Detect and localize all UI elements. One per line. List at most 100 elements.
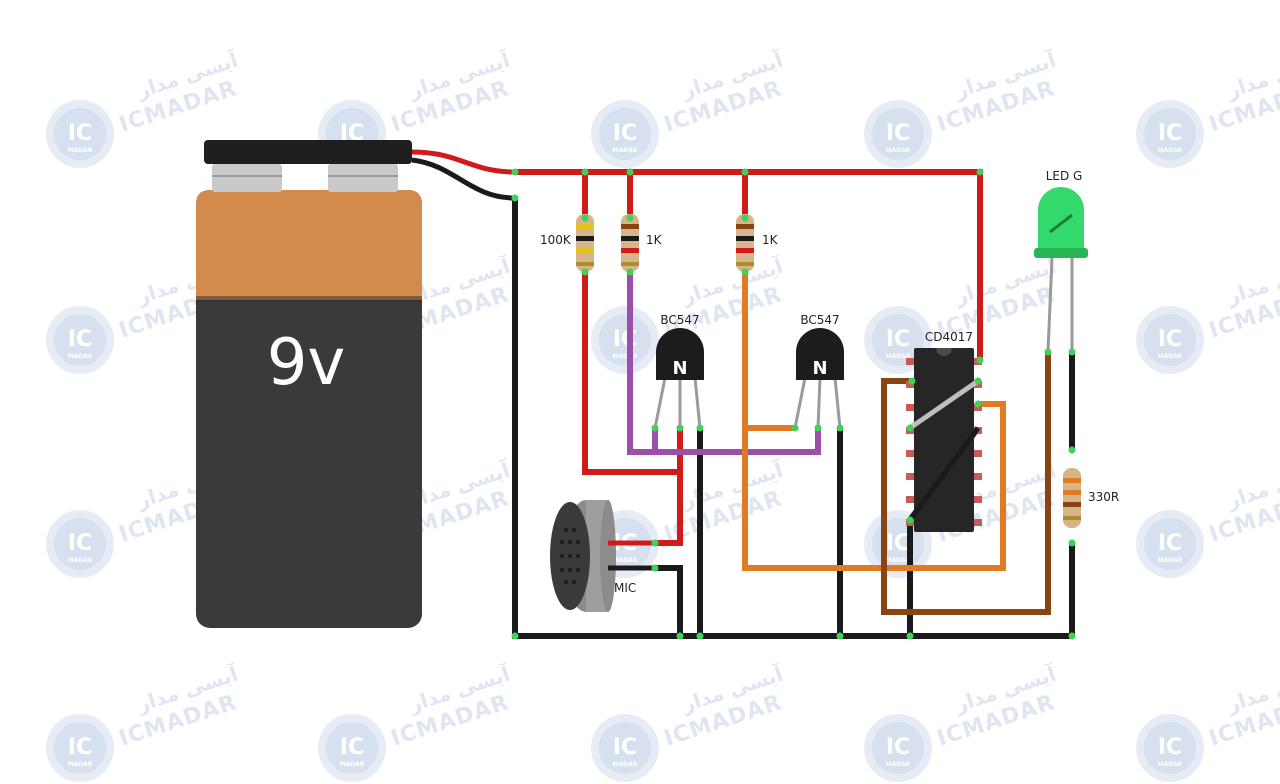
resistor-1k-a-label: 1K (646, 233, 663, 247)
coupling-wire (627, 272, 821, 455)
ic-pin (906, 496, 916, 503)
connection-point (836, 632, 844, 640)
connection-point (651, 424, 659, 432)
transistor-q1: BC547 N (653, 313, 704, 429)
svg-text:IC: IC (68, 121, 92, 146)
connection-point (511, 168, 519, 176)
transistor-q1-mark: N (672, 358, 687, 379)
ic-pin (972, 450, 982, 457)
connection-point (676, 424, 684, 432)
connection-point (836, 424, 844, 432)
ic-pin (906, 473, 916, 480)
ic-pin (972, 473, 982, 480)
svg-text:IC: IC (68, 531, 92, 556)
microphone: MIC (550, 500, 655, 612)
connection-point (908, 377, 916, 385)
svg-text:IC: IC (1158, 327, 1182, 352)
ic-pin (906, 450, 916, 457)
transistor-q1-label: BC547 (660, 313, 699, 327)
svg-text:MADAR: MADAR (886, 761, 911, 768)
svg-text:MADAR: MADAR (68, 761, 93, 768)
battery: 9v (196, 140, 422, 628)
output-wire (881, 352, 1051, 615)
svg-text:IC: IC (886, 121, 910, 146)
svg-text:MADAR: MADAR (68, 147, 93, 154)
svg-text:MADAR: MADAR (340, 761, 365, 768)
svg-text:IC: IC (68, 327, 92, 352)
connection-point (976, 168, 984, 176)
battery-terminal-positive (328, 164, 398, 192)
ic-cd4017: CD4017 (906, 330, 982, 532)
svg-text:MADAR: MADAR (886, 147, 911, 154)
ic-pin (972, 496, 982, 503)
resistor-1k-a: 1K (621, 214, 663, 272)
connection-points (511, 168, 1076, 640)
connection-point (791, 424, 799, 432)
connection-point (696, 424, 704, 432)
connection-point (906, 516, 914, 524)
svg-text:MADAR: MADAR (613, 353, 638, 360)
connection-point (581, 268, 589, 276)
connection-point (626, 168, 634, 176)
connection-point (1068, 539, 1076, 547)
connection-point (651, 564, 659, 572)
transistor-q2: BC547 N (793, 313, 844, 429)
led-label: LED G (1046, 169, 1083, 183)
connection-point (906, 424, 914, 432)
resistor-330r-label: 330R (1088, 490, 1119, 504)
svg-text:IC: IC (1158, 121, 1182, 146)
svg-text:IC: IC (1158, 531, 1182, 556)
battery-negative-lead (411, 157, 516, 201)
battery-top-band (196, 190, 422, 300)
connection-point (974, 377, 982, 385)
connection-point (511, 632, 519, 640)
connection-point (1068, 632, 1076, 640)
ic-pin (906, 381, 916, 388)
resistor-1k-b: 1K (736, 214, 779, 272)
resistor-330r: 330R (1063, 468, 1119, 528)
svg-text:IC: IC (340, 735, 364, 760)
resistor-100k-label: 100K (540, 233, 572, 247)
svg-text:IC: IC (886, 531, 910, 556)
connection-point (741, 268, 749, 276)
transistor-q2-label: BC547 (800, 313, 839, 327)
connection-point (1068, 348, 1076, 356)
svg-text:IC: IC (613, 327, 637, 352)
svg-text:MADAR: MADAR (1158, 353, 1183, 360)
connection-point (511, 194, 519, 202)
connection-point (974, 400, 982, 408)
connection-point (626, 268, 634, 276)
ic-pin (906, 404, 916, 411)
svg-text:IC: IC (613, 735, 637, 760)
connection-point (626, 214, 634, 222)
svg-text:IC: IC (1158, 735, 1182, 760)
svg-text:MADAR: MADAR (886, 353, 911, 360)
connection-point (581, 214, 589, 222)
battery-snap-connector (204, 140, 412, 164)
svg-text:MADAR: MADAR (1158, 761, 1183, 768)
connection-point (1068, 446, 1076, 454)
connection-point (814, 424, 822, 432)
connection-point (741, 168, 749, 176)
ic-label: CD4017 (925, 330, 973, 344)
battery-positive-lead (411, 149, 516, 175)
ic-pin (972, 519, 982, 526)
battery-terminal-negative (212, 164, 282, 192)
connection-point (696, 632, 704, 640)
connection-point (651, 539, 659, 547)
svg-text:IC: IC (886, 327, 910, 352)
svg-text:IC: IC (68, 735, 92, 760)
svg-text:MADAR: MADAR (613, 761, 638, 768)
ic-pin (972, 404, 982, 411)
